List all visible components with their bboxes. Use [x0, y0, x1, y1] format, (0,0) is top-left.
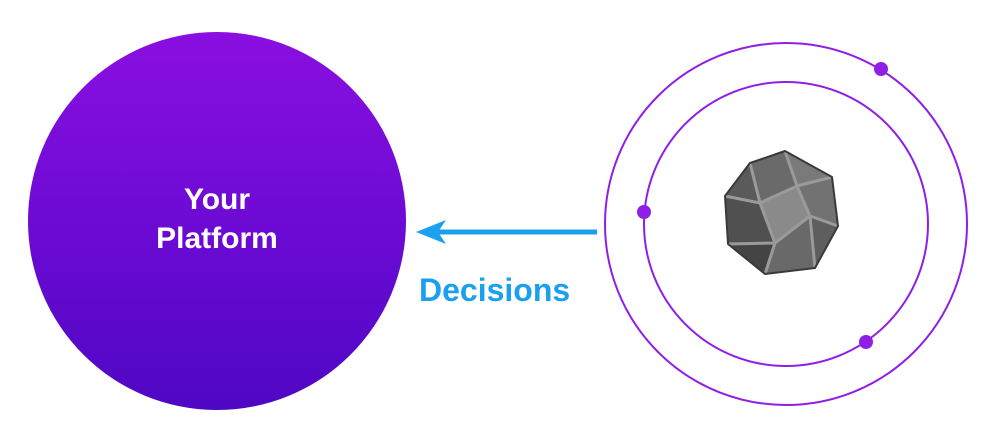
icosahedron-icon: [724, 150, 839, 275]
engine-orbit-system: [604, 42, 968, 406]
decisions-label: Decisions: [419, 272, 571, 308]
platform-label: Your Platform: [156, 183, 278, 255]
orbit-dot-top: [874, 62, 888, 76]
inner-orbit-ring: [643, 81, 929, 367]
platform-circle: Your Platform: [28, 32, 406, 410]
orbit-dot-left: [637, 205, 651, 219]
arrow-head: [416, 220, 446, 244]
outer-orbit-ring: [604, 42, 968, 406]
decisions-arrow: [416, 220, 597, 244]
orbit-dot-bottom: [859, 335, 873, 349]
